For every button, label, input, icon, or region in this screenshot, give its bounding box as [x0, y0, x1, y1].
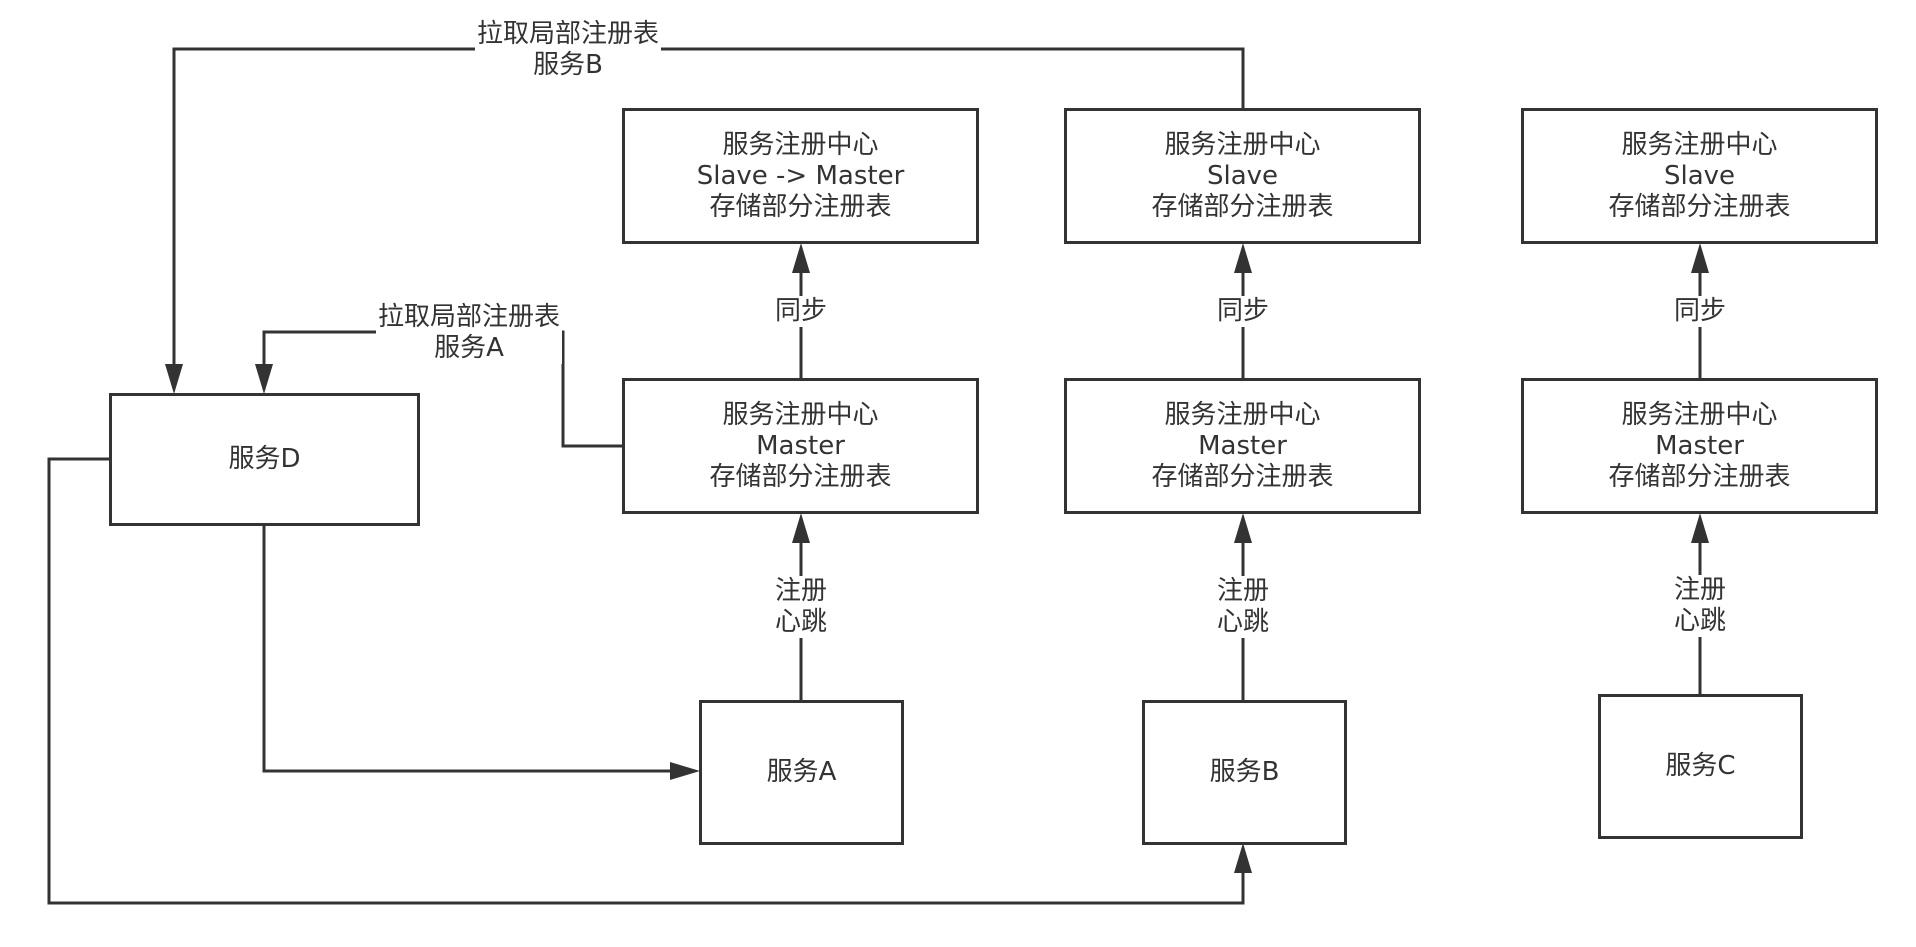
pull-target: 服务A: [434, 333, 504, 363]
pull-target: 服务B: [533, 50, 603, 80]
registry-master-b: 服务注册中心 Master 存储部分注册表: [1064, 378, 1421, 514]
box-desc: 存储部分注册表: [1608, 461, 1791, 492]
service-label: 服务B: [1209, 757, 1280, 787]
box-desc: 存储部分注册表: [1608, 191, 1791, 222]
registry-slave-c: 服务注册中心 Slave 存储部分注册表: [1521, 108, 1878, 244]
heartbeat-text: 心跳: [1216, 607, 1270, 637]
registry-slave-b: 服务注册中心 Slave 存储部分注册表: [1064, 108, 1421, 244]
register-text: 注册: [1216, 576, 1270, 606]
service-b-box: 服务B: [1142, 700, 1347, 845]
pull-label-service-b: 拉取局部注册表 服务B: [474, 19, 662, 81]
box-desc: 存储部分注册表: [1151, 191, 1334, 222]
box-role: Slave -> Master: [696, 160, 905, 191]
box-title: 服务注册中心: [1621, 399, 1778, 430]
arrowhead-pull-a: [255, 364, 273, 394]
pull-arrow-a: [262, 330, 622, 448]
register-text: 注册: [1673, 575, 1727, 605]
arrowhead-pull-b: [165, 364, 183, 394]
service-label: 服务A: [766, 757, 837, 787]
service-a-box: 服务A: [699, 700, 904, 845]
box-role: Master: [756, 430, 845, 461]
box-title: 服务注册中心: [1164, 399, 1321, 430]
registry-master-a: 服务注册中心 Master 存储部分注册表: [622, 378, 979, 514]
pull-arrow-b: [172, 47, 1245, 366]
box-title: 服务注册中心: [722, 129, 879, 160]
arrowhead-sync-a: [792, 243, 810, 273]
register-label-a: 注册 心跳: [772, 576, 830, 638]
arrowhead-register-b: [1234, 513, 1252, 543]
arrowhead-sync-b: [1234, 243, 1252, 273]
registry-slave-a: 服务注册中心 Slave -> Master 存储部分注册表: [622, 108, 979, 244]
sync-label-b: 同步: [1214, 296, 1272, 327]
register-label-c: 注册 心跳: [1671, 575, 1729, 637]
arrowhead-call-b: [1234, 843, 1252, 873]
box-role: Master: [1198, 430, 1287, 461]
service-label: 服务C: [1665, 751, 1736, 781]
pull-text: 拉取局部注册表: [377, 302, 561, 332]
arrowhead-register-a: [792, 513, 810, 543]
pull-text: 拉取局部注册表: [476, 19, 660, 49]
service-c-box: 服务C: [1598, 694, 1803, 839]
box-title: 服务注册中心: [1164, 129, 1321, 160]
box-role: Slave: [1663, 160, 1736, 191]
heartbeat-text: 心跳: [774, 607, 828, 637]
sync-label-a: 同步: [772, 296, 830, 327]
register-label-b: 注册 心跳: [1214, 576, 1272, 638]
service-label: 服务D: [228, 444, 301, 474]
box-desc: 存储部分注册表: [1151, 461, 1334, 492]
arrowhead-register-c: [1691, 513, 1709, 543]
arrowhead-sync-c: [1691, 243, 1709, 273]
heartbeat-text: 心跳: [1673, 606, 1727, 636]
box-desc: 存储部分注册表: [709, 191, 892, 222]
call-arrow-service-b: [47, 457, 1245, 905]
pull-label-service-a: 拉取局部注册表 服务A: [375, 302, 563, 364]
box-role: Master: [1655, 430, 1744, 461]
box-desc: 存储部分注册表: [709, 461, 892, 492]
arrowhead-call-a: [670, 762, 700, 780]
service-d-box: 服务D: [109, 393, 420, 526]
box-title: 服务注册中心: [1621, 129, 1778, 160]
call-arrow-service-a: [262, 525, 670, 773]
box-role: Slave: [1206, 160, 1279, 191]
sync-label-c: 同步: [1671, 296, 1729, 327]
registry-master-c: 服务注册中心 Master 存储部分注册表: [1521, 378, 1878, 514]
box-title: 服务注册中心: [722, 399, 879, 430]
register-text: 注册: [774, 576, 828, 606]
